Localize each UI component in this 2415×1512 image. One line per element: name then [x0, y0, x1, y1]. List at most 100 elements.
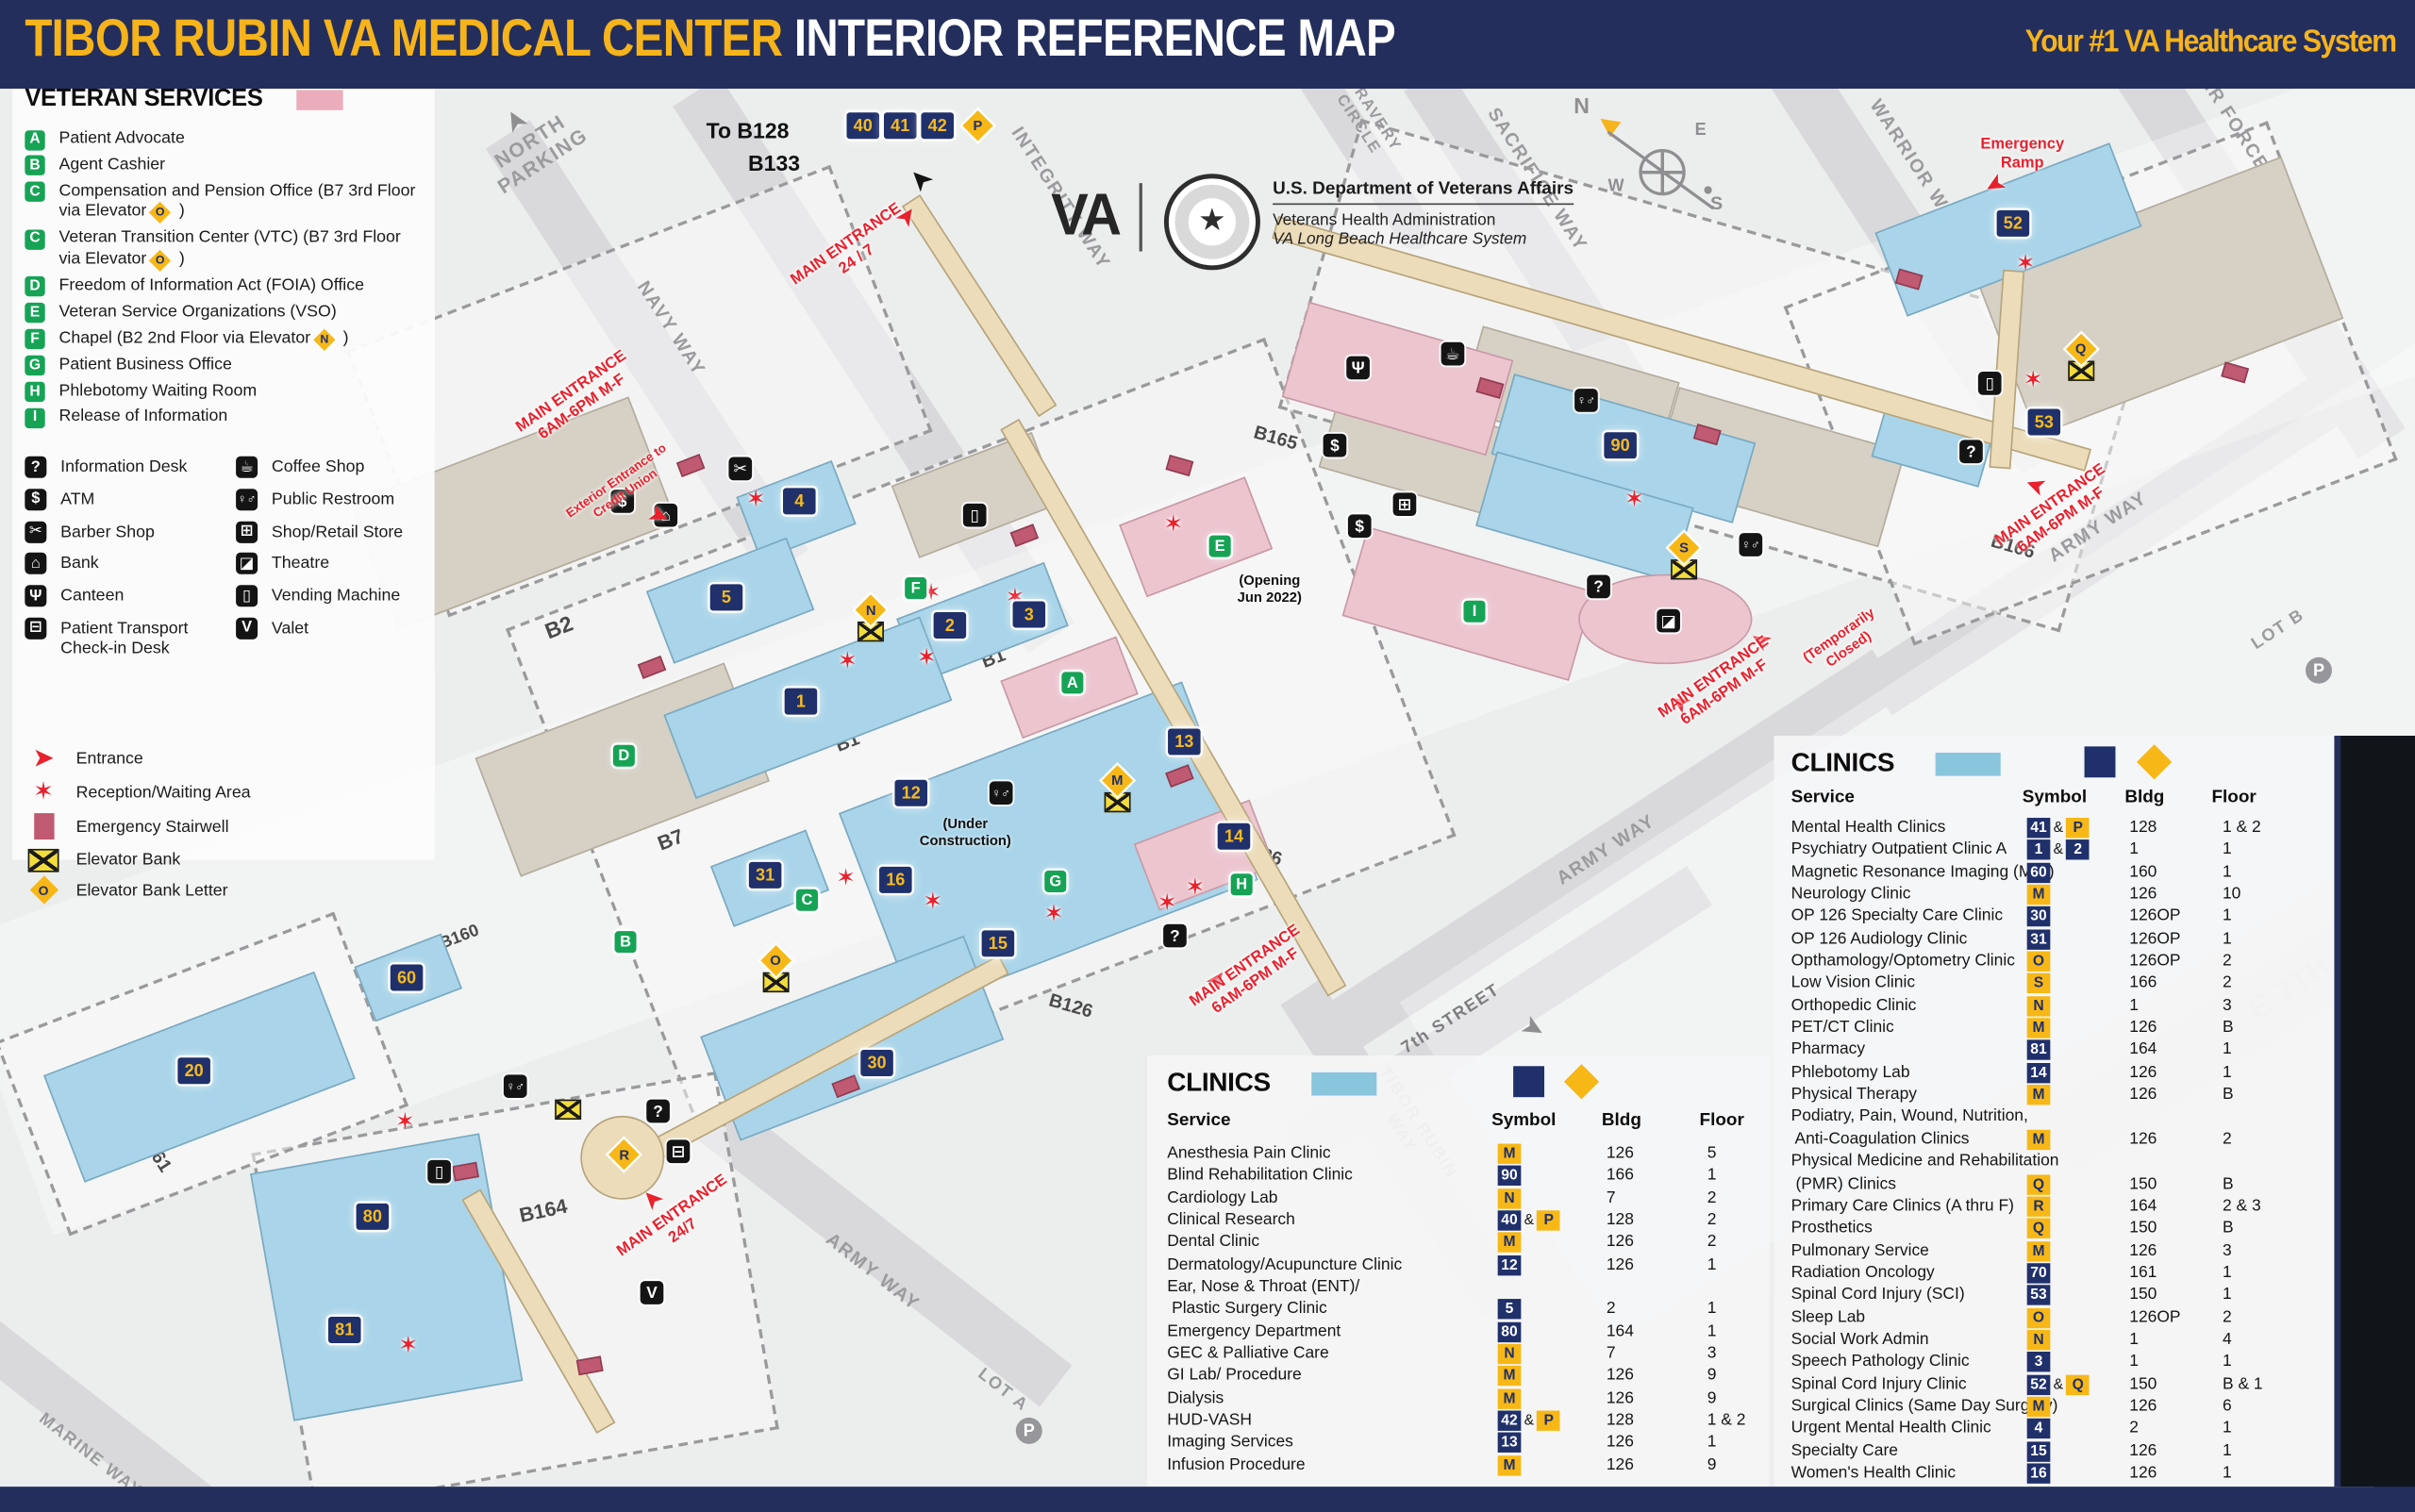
clinics-left-title: CLINICS — [1167, 1067, 1271, 1098]
clinic-service: HUD-VASH — [1167, 1410, 1252, 1430]
clinic-symbol-chip: M — [2026, 1129, 2051, 1150]
clinic-symbols: 81 — [2026, 1040, 2051, 1061]
parking-icon: P — [2306, 656, 2332, 684]
clinic-symbol-chip: M — [1497, 1388, 1522, 1409]
va-logotype: VA — [1051, 183, 1122, 249]
parking-icon: P — [1015, 1417, 1042, 1444]
globe-icon — [1639, 148, 1686, 196]
service-letter-icon: D — [25, 276, 45, 298]
service-label: Compensation and Pension Office (B7 3rd … — [59, 181, 423, 224]
clinic-symbol-chip: 41 — [2026, 818, 2051, 839]
atm-icon: $ — [1347, 514, 1372, 539]
compass-w: W — [1607, 176, 1624, 196]
clinic-symbols: M — [2026, 1085, 2051, 1105]
clinic-symbol-chip: M — [2026, 1018, 2051, 1038]
clinic-bldg: 126 — [2129, 1240, 2157, 1260]
clinic-service: GEC & Palliative Care — [1167, 1343, 1329, 1363]
clinic-bldg: 126 — [2129, 1018, 2157, 1038]
clinic-floor: 1 — [2222, 1440, 2232, 1460]
clinic-floor: B — [2222, 1018, 2234, 1038]
map-number-badge: 1 — [784, 688, 818, 715]
compass-s: S — [1710, 192, 1724, 215]
canteen-icon: Ψ — [1346, 356, 1370, 380]
clinic-floor: 1 — [2222, 862, 2232, 881]
clinic-symbols: M — [2026, 1240, 2051, 1261]
clinic-symbol-chip: 30 — [2026, 906, 2051, 927]
clinic-symbol-chip: 60 — [2026, 862, 2051, 883]
clinic-symbols: 3 — [2026, 1352, 2051, 1372]
clinic-symbol-chip: N — [1497, 1188, 1522, 1209]
elevator-letter-icon: O — [149, 249, 172, 272]
clinic-symbols: N — [2026, 1329, 2051, 1351]
clinic-row-continued: Physical Medicine and Rehabilitation — [1791, 1152, 2325, 1174]
clinic-symbol-chip: N — [2026, 995, 2051, 1017]
atm-icon: $ — [610, 490, 635, 513]
clinic-service: Infusion Procedure — [1167, 1454, 1306, 1474]
clinic-service: Neurology Clinic — [1790, 884, 1911, 904]
clinic-floor: 3 — [2222, 995, 2232, 1015]
clinic-symbol-chip: P — [1537, 1210, 1561, 1231]
clinic-symbols: 52&Q — [2026, 1374, 2090, 1395]
va-system-line: VA Long Beach Healthcare System — [1273, 229, 1527, 249]
clinic-bldg: 126 — [1606, 1254, 1634, 1274]
veteran-service-marker: E — [1208, 535, 1231, 557]
col-header-bldg: Bldg — [1601, 1110, 1641, 1130]
map-number-badge: 2 — [933, 612, 967, 640]
clinic-symbols: M — [1497, 1232, 1522, 1254]
reception-star-icon: ✶ — [395, 1108, 415, 1136]
map-number-badge: 4 — [783, 488, 816, 515]
clinic-bldg: 150 — [2129, 1218, 2157, 1238]
symbol-joiner: & — [1524, 1412, 1535, 1430]
clinic-symbols: N — [1497, 1343, 1522, 1365]
clinic-bldg: 7 — [1606, 1343, 1616, 1363]
stairwell-swatch — [33, 813, 54, 840]
clinic-symbol-chip: 4 — [2026, 1419, 2051, 1439]
clinic-symbols: 80 — [1497, 1321, 1522, 1342]
barber-shop-icon: ✂ — [728, 457, 753, 481]
clinic-symbol-chip: 90 — [1497, 1166, 1522, 1187]
clinic-service: Specialty Care — [1790, 1440, 1898, 1460]
service-letter-icon: C — [25, 229, 45, 250]
clinic-symbol-chip: M — [2026, 1085, 2051, 1105]
service-label: Veteran Service Organizations (VSO) — [58, 302, 337, 322]
clinic-symbol-chip: 3 — [2026, 1352, 2051, 1372]
clinic-floor: 1 — [2222, 839, 2232, 859]
clinic-bldg: 1 — [2129, 1329, 2139, 1349]
clinic-symbol-chip: 70 — [2026, 1263, 2051, 1284]
service-letter-icon: E — [25, 303, 45, 324]
legend-title: VETERAN SERVICES — [25, 85, 263, 112]
header-tagline: Your #1 VA Healthcare System — [2025, 25, 2397, 59]
clinic-service: Pharmacy — [1790, 1040, 1866, 1059]
clinic-floor: 1 — [1707, 1299, 1717, 1319]
clinic-floor: 1 & 2 — [1707, 1410, 1746, 1430]
amenity-label: Patient Transport Check-in Desk — [60, 619, 189, 658]
clinic-symbols: 40&P — [1497, 1210, 1561, 1231]
clinic-bldg: 128 — [1606, 1410, 1634, 1430]
clinic-service: Prosthetics — [1790, 1218, 1873, 1238]
clinic-service: Women's Health Clinic — [1790, 1463, 1957, 1483]
clinic-bldg: 164 — [2129, 1196, 2157, 1215]
bank-icon: ⌂ — [654, 503, 678, 527]
clinic-symbol-chip: M — [1497, 1454, 1522, 1476]
map-number-badge: 3 — [1012, 601, 1046, 628]
clinic-symbol-chip: Q — [2026, 1173, 2051, 1195]
elevator-bank-icon — [555, 1099, 582, 1121]
clinic-symbols: 90 — [1497, 1166, 1522, 1187]
amenity-item: ⊞Shop/Retail Store — [236, 521, 425, 543]
clinic-symbols: 70 — [2026, 1263, 2051, 1284]
service-letter-icon: G — [25, 355, 45, 376]
clinic-floor: 9 — [1707, 1454, 1717, 1474]
clinic-bldg: 128 — [1606, 1210, 1634, 1230]
